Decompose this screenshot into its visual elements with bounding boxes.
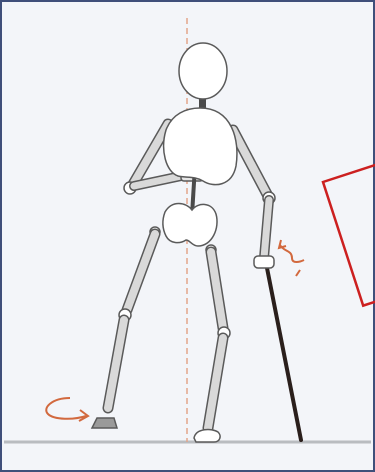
pelvis [163,204,217,247]
right-foot [92,418,117,428]
left-hand [254,256,274,268]
left-forearm [264,200,269,258]
head [179,43,227,99]
left-foot [194,430,220,442]
ribcage [164,108,237,185]
